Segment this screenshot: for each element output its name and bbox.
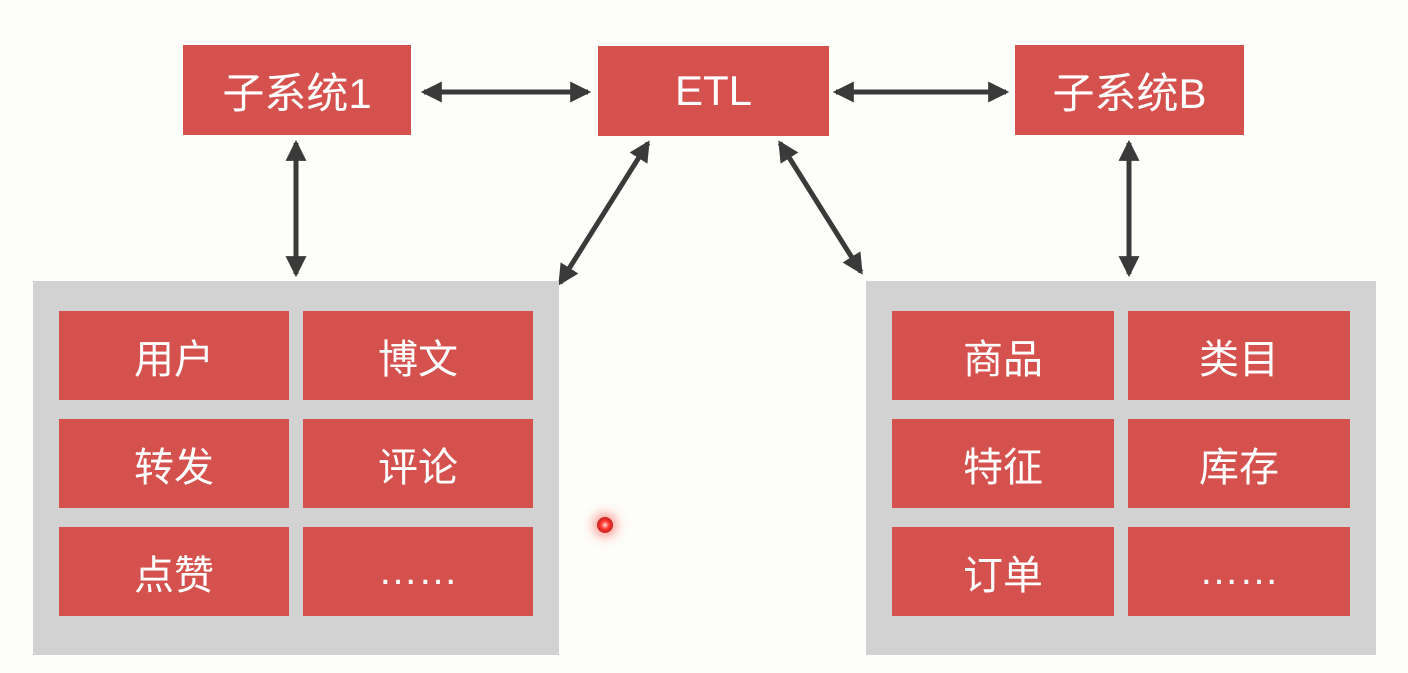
arrow-etl-left-group (557, 140, 651, 286)
node-subsystemB: 子系统B (1015, 45, 1244, 135)
table-cell-likes: 点赞 (59, 527, 289, 616)
table-cell-posts: 博文 (303, 311, 533, 400)
laser-pointer-dot (597, 517, 613, 533)
subsystemB-tables-group: 商品 类目 特征 库存 订单 …… (866, 281, 1376, 655)
arrow-etl-right-group (777, 140, 864, 275)
table-cell-ellipsis-left: …… (303, 527, 533, 616)
node-etl: ETL (598, 46, 829, 136)
table-cell-ellipsis-right: …… (1128, 527, 1350, 616)
table-cell-products: 商品 (892, 311, 1114, 400)
table-cell-comments: 评论 (303, 419, 533, 508)
table-cell-users: 用户 (59, 311, 289, 400)
table-cell-reposts: 转发 (59, 419, 289, 508)
subsystem1-tables-group: 用户 博文 转发 评论 点赞 …… (33, 281, 559, 655)
table-cell-categories: 类目 (1128, 311, 1350, 400)
table-cell-features: 特征 (892, 419, 1114, 508)
table-cell-orders: 订单 (892, 527, 1114, 616)
table-cell-inventory: 库存 (1128, 419, 1350, 508)
node-subsystem1: 子系统1 (183, 45, 411, 135)
